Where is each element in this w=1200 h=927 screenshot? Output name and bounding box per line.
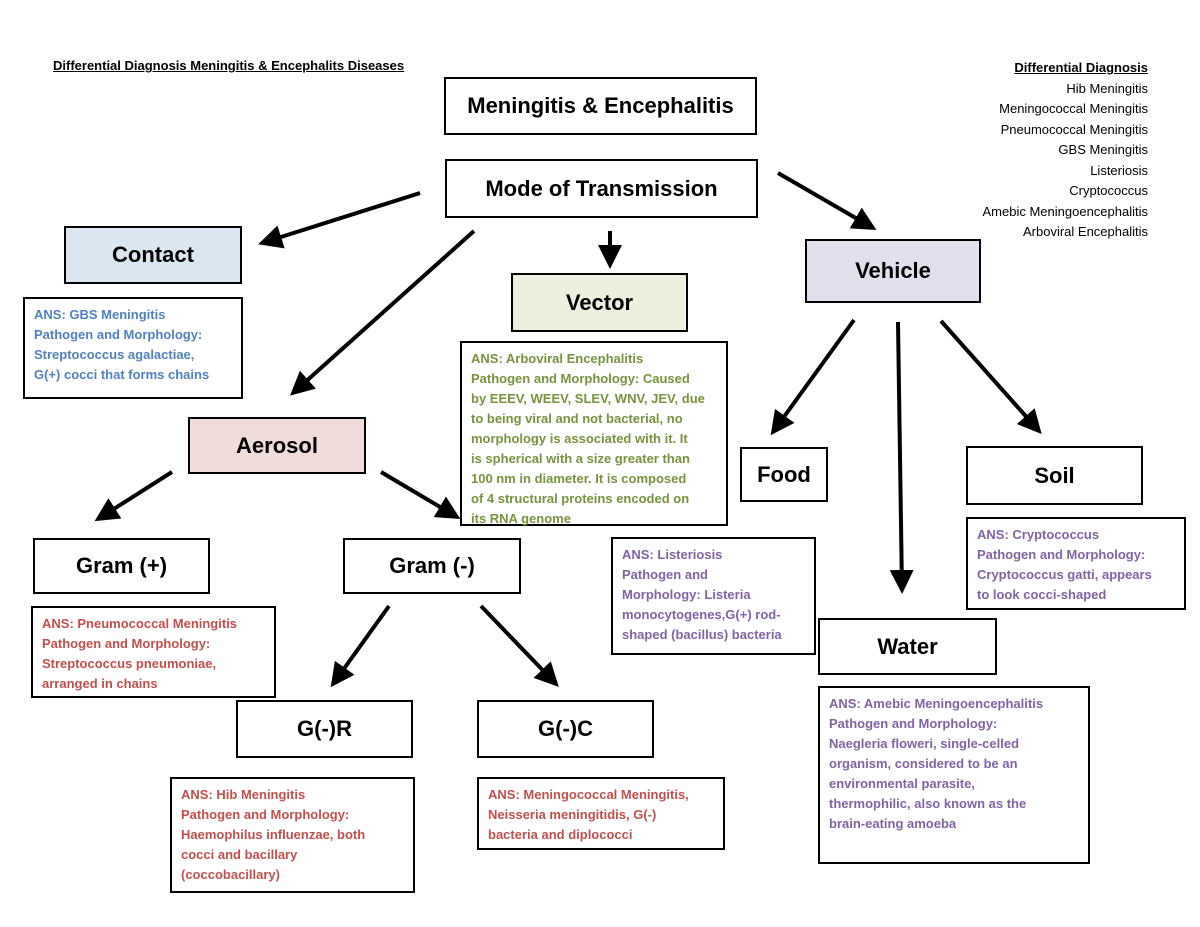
differential-item: Meningococcal Meningitis	[999, 101, 1148, 116]
answer-line: bacteria and diplococci	[488, 827, 633, 842]
answer-line: ANS: Meningococcal Meningitis,	[488, 787, 689, 802]
aerosol-node: Aerosol	[188, 417, 366, 474]
answer-line: arranged in chains	[42, 676, 158, 691]
answer-line: to being viral and not bacterial, no	[471, 411, 683, 426]
answer-line: ANS: Hib Meningitis	[181, 787, 306, 802]
arrow-mode-to-aerosol	[290, 229, 476, 396]
differential-item: GBS Meningitis	[1058, 142, 1148, 157]
arrow-mode-to-vehicle	[776, 171, 877, 231]
answer-line: ANS: Arboviral Encephalitis	[471, 351, 644, 366]
answer-line: Haemophilus influenzae, both	[181, 827, 366, 842]
answer-line: Streptococcus pneumoniae,	[42, 656, 217, 671]
answer-line: ANS: Listeriosis	[622, 547, 723, 562]
differential-item: Hib Meningitis	[1066, 80, 1148, 96]
differential-heading: Differential Diagnosis	[1014, 60, 1148, 75]
answer-line: Naegleria floweri, single-celled	[829, 736, 1020, 751]
answer-line: Pathogen and Morphology:	[181, 807, 350, 822]
answer-line: is spherical with a size greater than	[471, 451, 690, 466]
arrow-gramneg-to-gnc	[479, 604, 559, 687]
answer-line: environmental parasite,	[829, 776, 975, 791]
answer-line: brain-eating amoeba	[829, 816, 957, 831]
answer-line: Pathogen and Morphology:	[42, 636, 211, 651]
root-node: Meningitis & Encephalitis	[444, 77, 757, 135]
water-answer-box: ANS: Amebic Meningoencephalitis Pathogen…	[818, 686, 1090, 864]
answer-line: Pathogen and Morphology:	[34, 327, 203, 342]
answer-line: Morphology: Listeria	[622, 587, 751, 602]
vector-node: Vector	[511, 273, 688, 332]
arrow-aerosol-to-gramneg	[379, 470, 461, 520]
mode-of-transmission-node: Mode of Transmission	[445, 159, 758, 218]
vector-answer-box: ANS: Arboviral Encephalitis Pathogen and…	[460, 341, 728, 526]
vehicle-node: Vehicle	[805, 239, 981, 303]
answer-line: G(+) cocci that forms chains	[34, 367, 210, 382]
differential-item: Amebic Meningoencephalitis	[982, 203, 1148, 219]
answer-line: to look cocci-shaped	[977, 587, 1107, 602]
gram-negative-rod-answer-box: ANS: Hib Meningitis Pathogen and Morphol…	[170, 777, 415, 893]
gram-positive-answer-box: ANS: Pneumococcal Meningitis Pathogen an…	[31, 606, 276, 698]
arrow-vehicle-to-food	[770, 318, 856, 436]
answer-line: ANS: Cryptococcus	[977, 527, 1100, 542]
answer-line: its RNA genome	[471, 511, 571, 526]
answer-line: of 4 structural proteins encoded on	[471, 491, 690, 506]
answer-line: thermophilic, also known as the	[829, 796, 1027, 811]
answer-line: (coccobacillary)	[181, 867, 280, 882]
answer-line: by EEEV, WEEV, SLEV, WNV, JEV, due	[471, 391, 705, 406]
answer-line: Pathogen and Morphology:	[977, 547, 1146, 562]
food-node: Food	[740, 447, 828, 502]
gram-negative-cocci-node: G(-)C	[477, 700, 654, 758]
soil-answer-box: ANS: Cryptococcus Pathogen and Morpholog…	[966, 517, 1186, 610]
arrow-vehicle-to-soil	[939, 319, 1042, 434]
answer-line: Pathogen and Morphology: Caused	[471, 371, 690, 386]
answer-line: ANS: GBS Meningitis	[34, 307, 166, 322]
answer-line: morphology is associated with it. It	[471, 431, 688, 446]
gram-positive-node: Gram (+)	[33, 538, 210, 594]
answer-line: Streptococcus agalactiae,	[34, 347, 195, 362]
answer-line: organism, considered to be an	[829, 756, 1018, 771]
answer-line: shaped (bacillus) bacteria	[622, 627, 782, 642]
water-node: Water	[818, 618, 997, 675]
differential-item: Pneumococcal Meningitis	[1000, 121, 1148, 137]
answer-line: cocci and bacillary	[181, 847, 298, 862]
answer-line: Cryptococcus gatti, appears	[977, 567, 1152, 582]
arrow-mode-to-contact	[258, 191, 421, 249]
arrow-vehicle-to-water	[889, 321, 914, 594]
contact-answer-box: ANS: GBS Meningitis Pathogen and Morphol…	[23, 297, 243, 399]
contact-node: Contact	[64, 226, 242, 284]
arrow-aerosol-to-grampos	[94, 470, 174, 522]
food-answer-box: ANS: Listeriosis Pathogen and Morphology…	[611, 537, 816, 655]
answer-line: Pathogen and	[622, 567, 708, 582]
gram-negative-rod-node: G(-)R	[236, 700, 413, 758]
answer-line: 100 nm in diameter. It is composed	[471, 471, 687, 486]
differential-item: Arboviral Encephalitis	[1022, 224, 1148, 239]
differential-item: Listeriosis	[1090, 162, 1148, 178]
answer-line: monocytogenes,G(+) rod-	[622, 607, 781, 622]
answer-line: Neisseria meningitidis, G(-)	[488, 807, 657, 822]
arrow-gramneg-to-gnr	[330, 604, 391, 688]
gram-negative-cocci-answer-box: ANS: Meningococcal Meningitis, Neisseria…	[477, 777, 725, 850]
differential-item: Cryptococcus	[1069, 183, 1148, 198]
answer-line: Pathogen and Morphology:	[829, 716, 998, 731]
page-title: Differential Diagnosis Meningitis & Ence…	[53, 58, 405, 73]
differential-diagnosis-list: Differential Diagnosis Hib Meningitis Me…	[983, 58, 1148, 243]
gram-negative-node: Gram (-)	[343, 538, 521, 594]
soil-node: Soil	[966, 446, 1143, 505]
answer-line: ANS: Pneumococcal Meningitis	[42, 616, 238, 631]
answer-line: ANS: Amebic Meningoencephalitis	[829, 696, 1044, 711]
